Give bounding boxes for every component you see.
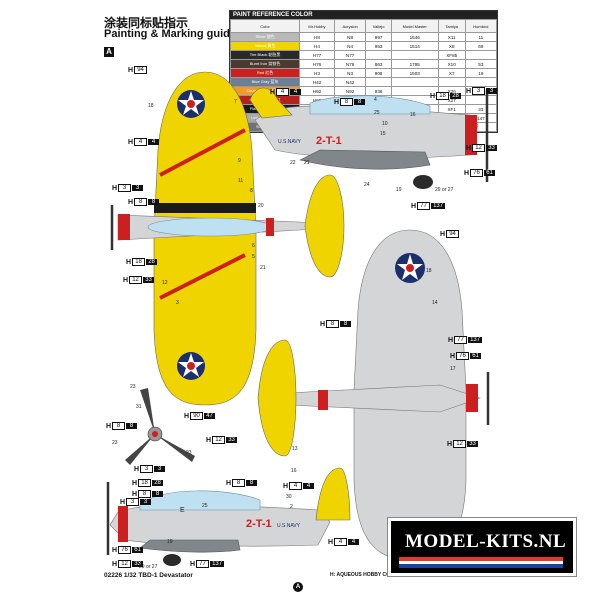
col-vallejo: Vallejo <box>365 19 392 33</box>
part-number: 23 <box>112 440 118 446</box>
part-number: 25 <box>202 503 208 509</box>
part-number: 12 <box>162 280 168 286</box>
side-view-aircraft-lower: U.S.NAVY 2-T-1 E <box>106 467 351 566</box>
part-number: 9 <box>238 158 241 164</box>
part-number: 8 <box>250 188 253 194</box>
part-number: 23 <box>130 384 136 390</box>
paint-reference-title: PAINT REFERENCE COLOR <box>230 11 497 19</box>
part-number: 29 or 27 <box>435 187 454 193</box>
part-number: 3 <box>176 300 179 306</box>
part-number: 13 <box>292 446 298 452</box>
model-kits-logo[interactable]: MODEL-KITS.NL <box>388 518 576 576</box>
paint-reference-header-row: Color Mr.Hobby Acrysion Vallejo Model Ma… <box>229 19 498 33</box>
part-number: 19 <box>396 187 402 193</box>
dutch-flag-icon <box>399 557 563 568</box>
part-number: 23 <box>186 450 192 456</box>
part-number: 22 <box>290 160 296 166</box>
col-humbrol: Humbrol <box>464 19 498 33</box>
plate-label-a-bottom: A <box>293 582 303 592</box>
lower-letter-e: E <box>180 507 185 514</box>
part-number: 24 <box>364 182 370 188</box>
part-number: 16 <box>291 468 297 474</box>
product-caption: 02226 1/32 TBD-1 Devastator <box>104 572 193 579</box>
part-number: 14 <box>432 300 438 306</box>
part-number: 2 <box>290 504 293 510</box>
part-number: 31 <box>136 404 142 410</box>
part-number: 21 <box>304 160 310 166</box>
part-number: 19 <box>167 539 173 545</box>
part-number: 30 <box>286 494 292 500</box>
col-modelmaster: Model Master <box>390 19 439 33</box>
part-number: 7 <box>234 99 237 105</box>
part-number: 25 <box>374 110 380 116</box>
part-number: 17 <box>450 366 456 372</box>
part-number: 6 <box>252 243 255 249</box>
plate-label-a: A <box>104 47 114 57</box>
lower-navy-text: U.S.NAVY <box>277 523 301 529</box>
part-number: 15 <box>380 131 386 137</box>
side-navy-text: U.S.NAVY <box>278 139 302 145</box>
part-number: 21 <box>260 265 266 271</box>
lower-code-text: 2-T-1 <box>246 518 272 530</box>
title-chinese: 涂装同标贴指示 <box>104 16 189 30</box>
title-english: Painting & Marking guide <box>104 28 237 40</box>
part-number: 29 or 27 <box>139 564 158 570</box>
side-view-aircraft-upper: U.S.NAVY 2-T-1 <box>249 87 489 189</box>
part-number: 4 <box>374 97 377 103</box>
part-number: 18 <box>148 103 154 109</box>
model-kits-logo-text: MODEL-KITS.NL <box>405 531 567 552</box>
part-number: 10 <box>382 121 388 127</box>
part-number: 18 <box>426 268 432 274</box>
propeller-detail <box>125 388 195 465</box>
part-number: 16 <box>410 112 416 118</box>
part-number: 20 <box>258 203 264 209</box>
part-number: 11 <box>238 178 244 184</box>
top-view-aircraft <box>110 71 345 406</box>
side-code-text: 2-T-1 <box>316 135 342 147</box>
part-number: 5 <box>252 254 255 260</box>
bottom-view-aircraft <box>257 229 490 561</box>
